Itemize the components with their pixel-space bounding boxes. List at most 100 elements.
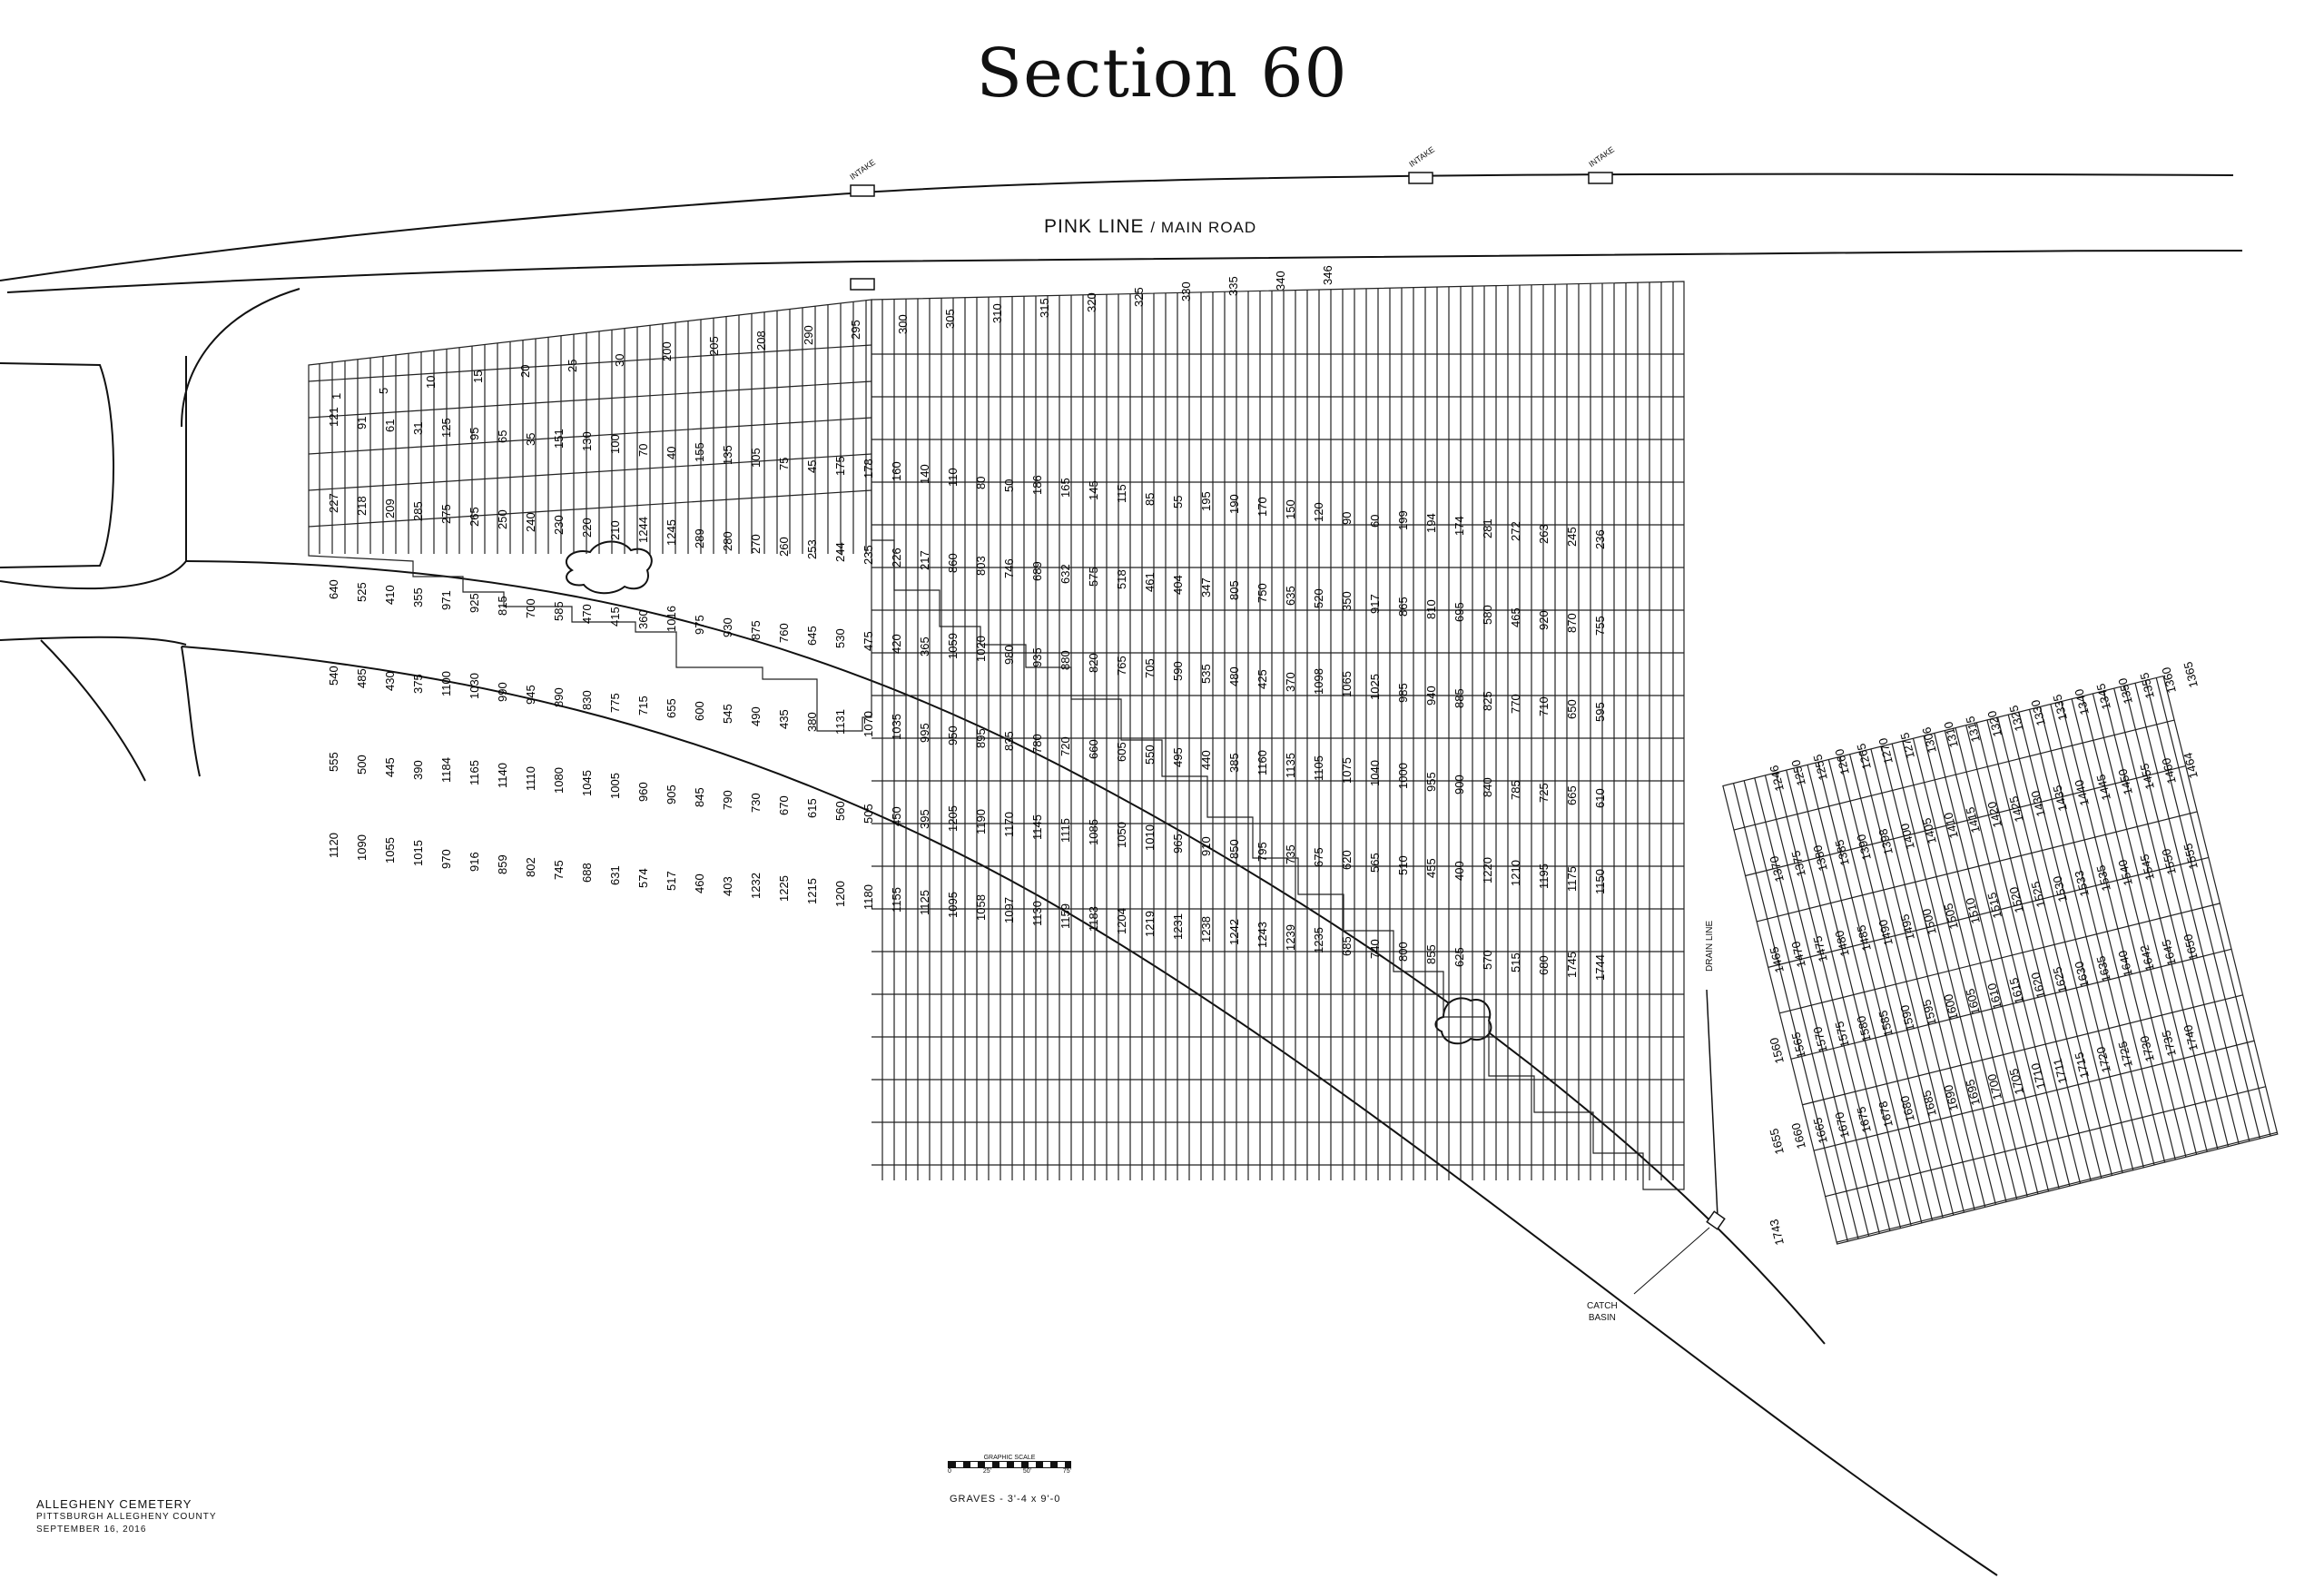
lot-number: 1665 — [1810, 1116, 1830, 1145]
grid-line — [1965, 725, 2082, 1184]
lot-number: 565 — [1368, 853, 1382, 873]
grid-line — [1786, 769, 1902, 1229]
lot-number: 90 — [1340, 512, 1354, 525]
lot-number: 295 — [849, 320, 862, 340]
road-label: PINK LINE / MAIN ROAD — [1044, 216, 1256, 238]
lot-number: 920 — [1537, 610, 1551, 630]
grid-line — [1754, 777, 1870, 1237]
lot-number: 640 — [327, 579, 340, 599]
lot-number: 340 — [1274, 271, 1287, 291]
northwest-grid-lines — [308, 300, 872, 554]
lot-number: 1365 — [2181, 660, 2201, 689]
lot-number: 860 — [946, 553, 960, 573]
lot-number: 820 — [1087, 653, 1100, 673]
lot-number: 1040 — [1368, 760, 1382, 786]
lot-number: 1175 — [1565, 866, 1579, 892]
lot-number: 1080 — [552, 767, 566, 794]
lot-number: 1605 — [1963, 987, 1983, 1016]
lot-number: 1464 — [2181, 751, 2201, 780]
grid-line — [1827, 759, 1944, 1219]
lot-number: 1375 — [1788, 849, 1808, 878]
lot-number: 1270 — [1876, 736, 1896, 765]
lot-number: 105 — [749, 448, 763, 468]
lot-number: 1470 — [1788, 940, 1808, 969]
lot-number: 1058 — [974, 894, 988, 921]
lot-number: 370 — [1284, 672, 1297, 692]
lot-number: 1255 — [1810, 753, 1830, 782]
lot-number: 50 — [1002, 479, 1016, 492]
lot-number: 705 — [1143, 658, 1157, 678]
scale-ticks: 0 25' 50' 75' — [948, 1468, 1071, 1475]
lot-number: 30 — [613, 354, 626, 367]
grid-line — [1955, 727, 2071, 1187]
lot-number: 620 — [1340, 850, 1354, 870]
lot-number: 720 — [1059, 736, 1072, 756]
lot-number: 155 — [693, 442, 706, 462]
lot-number: 45 — [805, 460, 819, 473]
lot-number: 1238 — [1199, 916, 1213, 942]
lot-number: 689 — [1030, 561, 1044, 581]
lot-number: 1680 — [1897, 1094, 1917, 1123]
lot-number: 1016 — [665, 606, 678, 632]
lot-number: 1035 — [890, 714, 903, 740]
lot-number: 320 — [1085, 292, 1098, 312]
lot-number: 1690 — [1941, 1083, 1961, 1112]
lot-number: 1410 — [1941, 811, 1961, 840]
lot-number: 1098 — [1312, 668, 1325, 695]
lot-number: 10 — [424, 376, 438, 389]
lot-number: 250 — [496, 509, 509, 529]
grid-line — [2082, 696, 2198, 1155]
graphic-scale: GRAPHIC SCALE 0 25' 50' 75' — [948, 1455, 1071, 1475]
grid-line — [1768, 856, 2210, 968]
lot-number: 455 — [1424, 858, 1438, 878]
roundabout — [0, 362, 114, 568]
lot-number: 990 — [496, 682, 509, 702]
lot-number: 1355 — [2137, 671, 2157, 700]
lot-number: 1159 — [1059, 903, 1072, 929]
lot-number: 800 — [1396, 942, 1410, 962]
lot-number: 1585 — [1876, 1009, 1896, 1038]
lot-number: 450 — [890, 806, 903, 826]
lot-number: 930 — [721, 617, 734, 637]
lot-number: 1045 — [580, 770, 594, 796]
lot-number: 208 — [754, 331, 768, 350]
lot-number: 746 — [1002, 558, 1016, 578]
lot-number: 400 — [1452, 861, 1466, 881]
lot-number: 615 — [805, 798, 819, 818]
grid-line — [1796, 767, 1912, 1226]
lot-number: 574 — [636, 868, 650, 888]
lot-number: 1239 — [1284, 924, 1297, 951]
grid-line — [1732, 783, 1848, 1242]
central-grid-lines — [872, 281, 1684, 1180]
lot-number: 280 — [721, 531, 734, 551]
lot-number: 885 — [1452, 688, 1466, 708]
lot-number: 1430 — [2028, 789, 2048, 818]
lot-number: 1055 — [383, 837, 397, 864]
lot-number: 1183 — [1087, 906, 1100, 932]
lot-number: 905 — [665, 785, 678, 804]
grid-line — [1944, 730, 2060, 1189]
grid-line — [1997, 716, 2112, 1176]
lot-number: 1545 — [2137, 853, 2157, 882]
lot-number: 745 — [552, 860, 566, 880]
grid-line — [2028, 709, 2144, 1169]
lot-number: 1744 — [1593, 954, 1607, 981]
lot-number: 20 — [518, 365, 532, 378]
lot-number: 775 — [608, 693, 622, 713]
intake-marker — [1408, 172, 1433, 184]
lot-number: 1195 — [1537, 864, 1551, 889]
lot-number: 490 — [749, 706, 763, 726]
lot-number: 194 — [1424, 513, 1438, 533]
lot-number: 825 — [1481, 691, 1494, 711]
lot-number: 390 — [411, 760, 425, 780]
grid-line — [1902, 741, 2018, 1199]
lot-number: 1500 — [1919, 907, 1939, 936]
lot-number: 300 — [896, 314, 910, 334]
grid-line — [1813, 1040, 2255, 1151]
lot-number: 1580 — [1854, 1014, 1874, 1043]
lot-number: 725 — [1537, 783, 1551, 803]
lot-number: 1235 — [1312, 927, 1325, 953]
lot-number: 1005 — [608, 773, 622, 799]
lot-number: 403 — [721, 876, 734, 896]
lot-number: 1645 — [2159, 938, 2179, 967]
